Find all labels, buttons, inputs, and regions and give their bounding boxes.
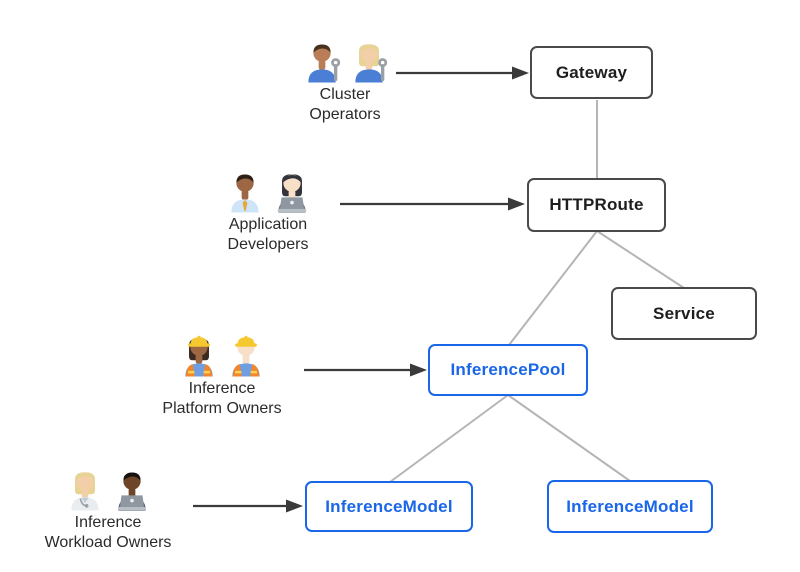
- arrow-inference-workload-owners-inferencemodel: [193, 499, 303, 513]
- edge-inferencepool-inferencemodel-1: [389, 394, 509, 483]
- node-httproute: HTTPRoute: [527, 178, 666, 232]
- edge-httproute-inferencepool: [508, 230, 598, 346]
- man-construction-worker-icon: [225, 332, 267, 377]
- cluster-operators-emojis: [245, 36, 445, 83]
- node-gateway: Gateway: [530, 46, 653, 99]
- node-inferencemodel-1: InferenceModel: [305, 481, 473, 532]
- inference-workload-owners-emojis: [8, 464, 208, 511]
- application-developers-emojis: [168, 166, 368, 213]
- woman-mechanic-icon: [348, 38, 390, 83]
- edge-httproute-service: [596, 230, 685, 289]
- edge-inferencepool-inferencemodel-2: [507, 394, 631, 482]
- arrow-inference-platform-owners-inferencepool: [304, 363, 427, 377]
- persona-inference-platform-owners: Inference Platform Owners: [122, 330, 322, 419]
- node-inferencemodel-2: InferenceModel: [547, 480, 713, 533]
- arrowhead-icon: [410, 363, 427, 377]
- persona-inference-workload-owners: Inference Workload Owners: [8, 464, 208, 553]
- health-worker-icon: [64, 466, 106, 511]
- persona-label-inference-workload-owners: Inference Workload Owners: [44, 514, 172, 551]
- man-mechanic-icon: [301, 38, 343, 83]
- man-office-worker-icon: [224, 168, 266, 213]
- arrow-application-developers-httproute: [340, 197, 525, 211]
- node-inferencepool: InferencePool: [428, 344, 588, 396]
- woman-technologist-icon: [271, 168, 313, 213]
- arrowhead-icon: [286, 499, 303, 513]
- persona-label-cluster-operators: Cluster Operators: [309, 86, 381, 123]
- persona-cluster-operators: Cluster Operators: [245, 36, 445, 125]
- arrowhead-icon: [508, 197, 525, 211]
- arrowhead-icon: [512, 66, 529, 80]
- woman-construction-worker-icon: [178, 332, 220, 377]
- persona-application-developers: Application Developers: [168, 166, 368, 255]
- persona-label-inference-platform-owners: Inference Platform Owners: [162, 380, 282, 417]
- inference-platform-owners-emojis: [122, 330, 322, 377]
- man-technologist-icon: [111, 466, 153, 511]
- arrow-cluster-operators-gateway: [396, 66, 529, 80]
- node-service: Service: [611, 287, 757, 340]
- persona-label-application-developers: Application Developers: [227, 216, 309, 253]
